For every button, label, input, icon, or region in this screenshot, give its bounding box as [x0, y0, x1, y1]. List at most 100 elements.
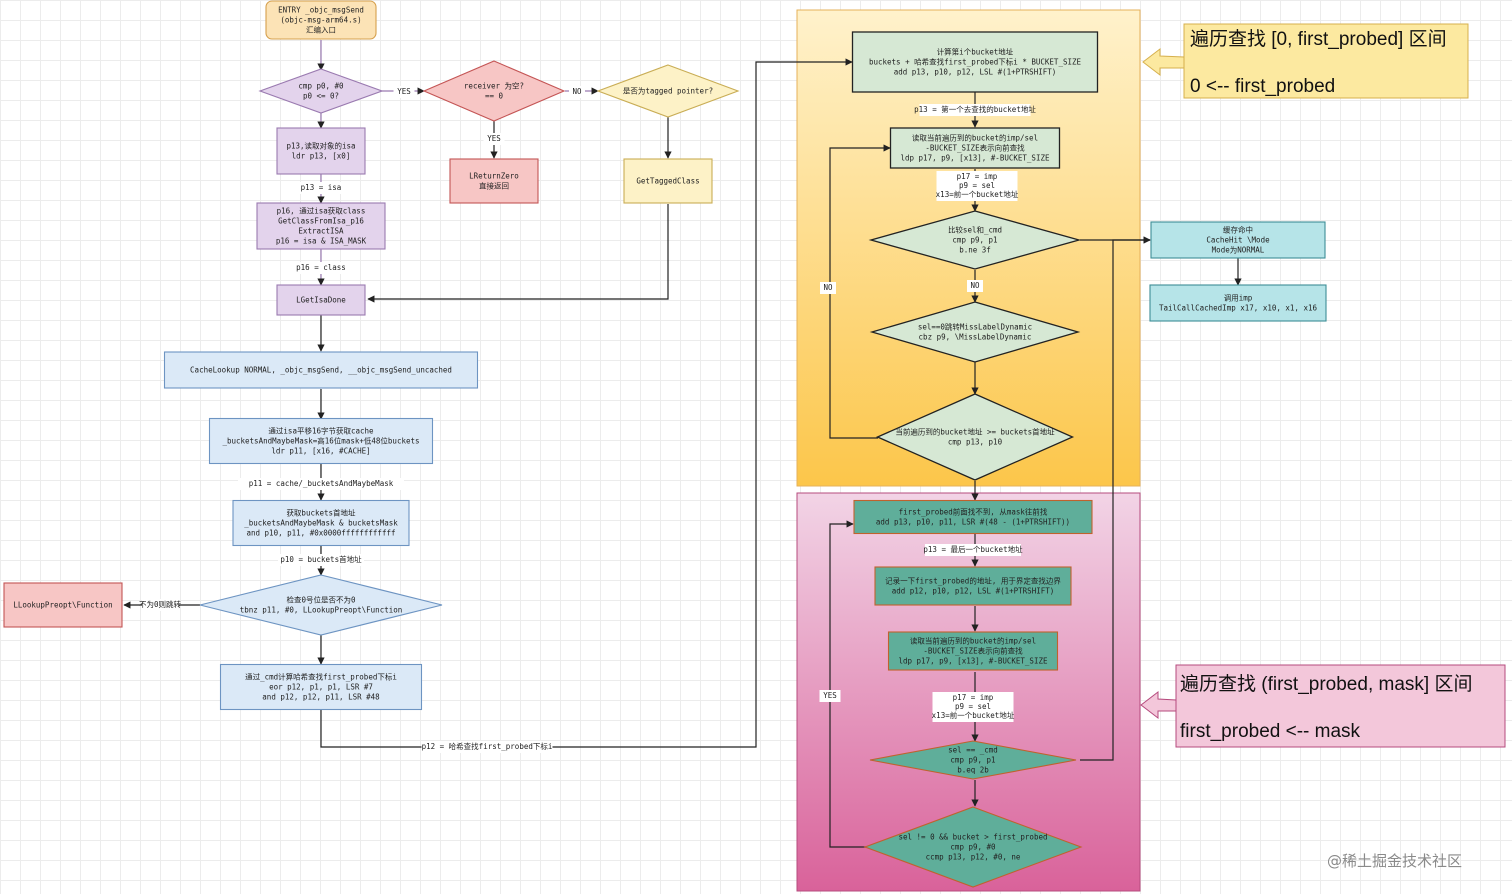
node-text-line: cmp p13, p10	[948, 438, 1003, 447]
node-shape	[875, 393, 1075, 481]
node-text-line: CacheLookup NORMAL, _objc_msgSend, __obj…	[190, 366, 452, 375]
node-text-line: p0 <= 0?	[303, 92, 339, 101]
node-text-line: ldr p11, [x16, #CACHE]	[271, 447, 370, 456]
edge-label-not-zero-jump: 不为0则跳转	[139, 599, 182, 611]
node-shape	[256, 202, 386, 250]
node-shape	[199, 574, 443, 636]
node-llookup-preopt: LLookupPreopt\Function	[3, 582, 123, 628]
node-receiver-nil: receiver 为空?== 0	[422, 60, 566, 122]
edge-label-background	[295, 182, 347, 194]
node-text-line: _bucketsAndMaybeMask=高16位mask+低48位bucket…	[222, 436, 419, 446]
edge-label-text: p13 = 第一个去查找的bucket地址	[914, 104, 1036, 114]
node-text-line: cmp p0, #0	[298, 82, 344, 91]
node-text-line: b.ne 3f	[959, 246, 991, 255]
node-shape	[869, 301, 1081, 363]
node-text-line: buckets + 哈希查找first_probed下标i * BUCKET_S…	[869, 57, 1082, 67]
node-get-buckets: 获取buckets首地址_bucketsAndMaybeMask & bucke…	[232, 499, 410, 547]
edge-label-p11-cache: p11 = cache/_bucketsAndMaybeMask	[238, 478, 404, 490]
edge-label-background	[819, 690, 841, 702]
edge-label-text: p13 = isa	[301, 183, 342, 192]
node-get-tagged-class: GetTaggedClass	[623, 158, 713, 204]
node-text-line: and p12, p12, p11, LSR #48	[262, 693, 380, 702]
node-shape	[232, 499, 410, 547]
edge-label-text: YES	[397, 87, 411, 96]
node-text-line: 是否为tagged pointer?	[623, 86, 713, 96]
node-shape	[863, 806, 1083, 888]
node-text-line: 获取buckets首地址	[286, 508, 356, 518]
edge-label-text: p9 = sel	[955, 702, 991, 711]
edge-label-background	[142, 599, 178, 611]
node-shape	[1149, 284, 1327, 322]
node-text-line: GetClassFromIsa_p16	[278, 217, 364, 226]
node-shape	[219, 663, 423, 711]
node-text-line: sel == _cmd	[948, 746, 998, 755]
node-text-line: p16 = isa & ISA_MASK	[276, 237, 367, 246]
node-text-line: 通过_cmd计算哈希查找first_probed下标i	[245, 672, 397, 682]
watermark: @稀土掘金技术社区	[1327, 852, 1462, 870]
node-text-line: receiver 为空?	[464, 81, 524, 91]
edge-label-background	[278, 554, 364, 566]
edge-label-text: p11 = cache/_bucketsAndMaybeMask	[249, 479, 394, 488]
edge-label-text: p17 = imp	[957, 172, 998, 181]
node-text-line: 记录一下first_probed的地址, 用于界定查找边界	[885, 576, 1061, 586]
edge-label-background	[238, 478, 404, 490]
node-text-line: and p10, p11, #0x0000ffffffffffff	[246, 529, 395, 538]
node-shape	[853, 499, 1093, 535]
node-text-line: ldr p13, [x0]	[292, 152, 351, 161]
edge-label-yes-left: YES	[819, 690, 841, 702]
edge-label-text: p16 = class	[296, 263, 346, 272]
edge-label-text: p13 = 最后一个bucket地址	[923, 544, 1023, 554]
edge-label-no-left: NO	[820, 282, 836, 294]
edge-label-text: YES	[487, 134, 501, 143]
node-text-line: cmp p9, #0	[950, 843, 996, 852]
node-text-line: -BUCKET_SIZE表示向前查找	[925, 143, 1025, 153]
node-text-line: add p12, p10, p12, LSL #(1+PTRSHIFT)	[892, 587, 1055, 596]
edge-label-background	[393, 86, 415, 98]
edge-label-p10-buckets: p10 = buckets首地址	[278, 554, 364, 566]
edge-label-p16-class: p16 = class	[290, 262, 352, 274]
node-shape	[623, 158, 713, 204]
node-text-line: ccmp p13, p12, #0, ne	[926, 853, 1021, 862]
node-text-line: == 0	[485, 92, 504, 101]
edge-loopcond-loop-back	[829, 520, 866, 848]
range2-callout-box	[1175, 664, 1506, 748]
node-text-line: 直接返回	[479, 181, 509, 191]
edge-label-background	[932, 692, 1014, 722]
edge-compare2-to-cachehit	[1080, 236, 1151, 761]
node-shape	[889, 127, 1061, 169]
edge-label-text: x13=前一个bucket地址	[932, 710, 1015, 720]
node-shape	[422, 60, 566, 122]
edge-label-text: x13=前一个bucket地址	[936, 189, 1019, 199]
node-text-line: cmp p9, p1	[952, 236, 997, 245]
range2-title: 遍历查找 (first_probed, mask] 区间	[1180, 673, 1472, 695]
range2-detail: first_probed <-- mask	[1180, 721, 1361, 742]
node-shape	[596, 64, 740, 118]
node-text-line: p13,读取对象的isa	[286, 141, 355, 151]
node-shape	[869, 740, 1077, 780]
node-text-line: tbnz p11, #0, LLookupPreopt\Function	[240, 606, 403, 615]
range1-callout-box	[1183, 23, 1469, 99]
node-text-line: CacheHit \Mode	[1206, 236, 1270, 245]
node-shape	[265, 0, 377, 40]
node-text-line: ExtractISA	[298, 227, 344, 236]
edge-label-background	[919, 104, 1031, 116]
node-text-line: 缓存命中	[1223, 225, 1253, 235]
node-cache-lookup: CacheLookup NORMAL, _objc_msgSend, __obj…	[163, 351, 479, 389]
node-text-line: -BUCKET_SIZE表示向前查找	[923, 646, 1023, 656]
edge-label-text: NO	[823, 283, 833, 292]
node-text-line: sel != 0 && bucket > first_probed	[898, 833, 1047, 842]
edge-label-text: p12 = 哈希查找first_probed下标i	[422, 741, 553, 751]
edge-gettagged-to-lgetisadone	[367, 204, 669, 303]
node-shape	[851, 31, 1099, 93]
node-shape	[449, 158, 539, 204]
node-text-line: ldp p17, p9, [x13], #-BUCKET_SIZE	[900, 154, 1049, 163]
